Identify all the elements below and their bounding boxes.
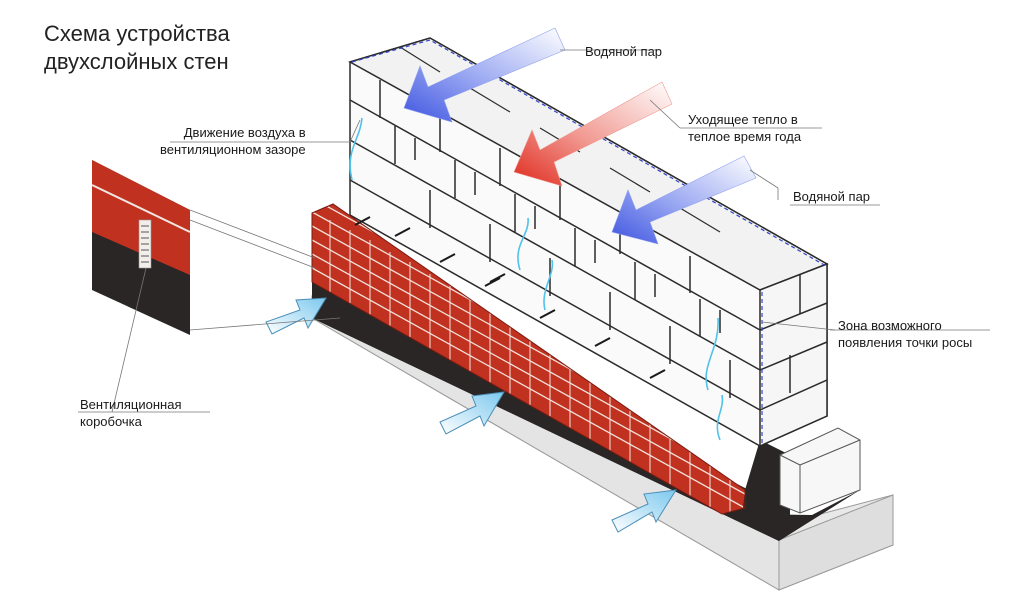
base-block <box>779 427 861 514</box>
airflow-curve <box>543 259 554 311</box>
diagram-title: Схема устройства двухслойных стен <box>44 20 230 76</box>
label-text: теплое время года <box>688 129 802 144</box>
label-vapor-right: Водяной пар <box>793 188 870 205</box>
label-text: коробочка <box>80 414 142 429</box>
block-wall <box>348 37 829 448</box>
heat-arrow <box>513 81 673 187</box>
airflow-curve <box>517 217 529 271</box>
label-heat: Уходящее тепло в теплое время года <box>688 111 801 145</box>
label-text: Движение воздуха в <box>183 125 306 140</box>
airflow-curve <box>705 317 719 391</box>
leader-lines <box>78 49 990 413</box>
label-text: Вентиляционная <box>80 397 182 412</box>
label-text: Уходящее тепло в <box>688 112 798 127</box>
label-text: Водяной пар <box>793 189 871 204</box>
label-vapor-top: Водяной пар <box>585 43 662 60</box>
label-text: появления точки росы <box>838 335 973 350</box>
vapor-arrow-top <box>403 27 566 123</box>
ventilation-box-icon <box>91 160 191 335</box>
air-inlet-arrow <box>265 297 327 335</box>
label-ventilation-box: Вентиляционная коробочка <box>80 396 182 430</box>
title-line: Схема устройства <box>44 21 230 46</box>
air-inlet-arrow <box>611 489 677 533</box>
wall-ties <box>354 216 666 379</box>
airflow-curves <box>349 117 724 441</box>
label-text: вентиляционном зазоре <box>160 142 306 157</box>
airflow-curve <box>349 117 363 181</box>
label-dew-point: Зона возможного появления точки росы <box>838 317 972 351</box>
label-air-movement: Движение воздуха в вентиляционном зазоре <box>160 124 306 158</box>
title-line: двухслойных стен <box>44 49 229 74</box>
label-text: Водяной пар <box>585 44 663 59</box>
air-inlet-arrow <box>439 391 505 435</box>
label-text: Зона возможного <box>838 318 942 333</box>
airflow-curve <box>716 394 724 441</box>
vapor-arrow-right <box>611 155 757 245</box>
